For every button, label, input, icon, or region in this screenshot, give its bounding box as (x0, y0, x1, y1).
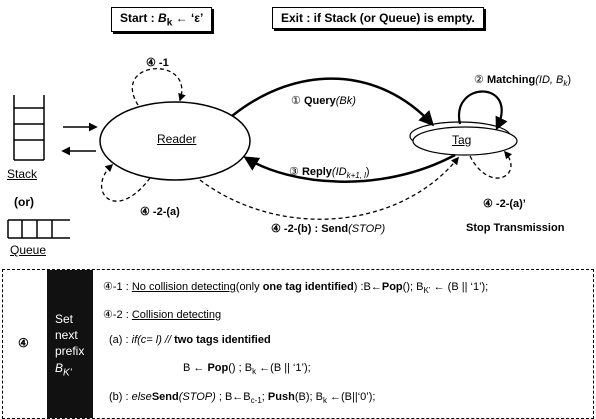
state-diagram (7, 68, 518, 239)
r5-b: else (131, 391, 152, 403)
matching-num: ② (474, 74, 484, 86)
r5-d: (STOP) (178, 391, 216, 403)
or-label: (or) (14, 195, 34, 209)
reader-label: Reader (157, 132, 197, 146)
reply-num: ③ (289, 166, 299, 178)
rule-4-2-a: (a) : if(c= l) // two tags identified (109, 334, 271, 346)
r1-c: (only (235, 281, 260, 293)
set-prefix-cell: Set next prefix BK’ (47, 270, 93, 418)
r5-j: k (322, 396, 327, 406)
query-edge (231, 77, 435, 127)
r4-c: () ; B (228, 362, 253, 374)
r5-h: Push (267, 391, 295, 403)
r1-title: No collision detecting (131, 281, 236, 293)
r1-h: K’ (423, 286, 431, 296)
exit-queue: Queue (379, 11, 417, 25)
loop-reader-bottom-label: ④ -2-(a) (140, 206, 180, 218)
stack-icon (13, 95, 45, 161)
reader-node (99, 101, 251, 181)
r3-c: (c= l) // (137, 334, 172, 346)
side-text-2: next (55, 328, 78, 342)
tag-loop-top (457, 90, 508, 131)
start-value: ‘ε’ (190, 11, 204, 25)
start-var: B (158, 11, 167, 25)
reply-sub: k+1, l (346, 171, 366, 181)
reply-arg: (ID (331, 166, 347, 178)
rule-number-cell: ④ (3, 270, 48, 418)
r1-i: ← (B || ‘1’); (433, 281, 489, 293)
query-arg: (Bk) (335, 95, 356, 107)
side-var: BK’ (55, 361, 72, 378)
queue-label: Queue (10, 243, 47, 257)
r5-f: c-1 (250, 396, 262, 406)
side-var-sub: K’ (63, 367, 72, 379)
query-label: ① Query(Bk) (291, 94, 356, 107)
rule-4-2-a-body: B ← Pop() ; Bk ←(B || ‘1’); (183, 362, 311, 376)
r1-g: (); B (402, 281, 424, 293)
queue-icon (7, 219, 70, 239)
send-stop-edge (199, 156, 459, 220)
start-sub: k (166, 17, 173, 29)
reply-end: ) (365, 166, 370, 178)
rule-number: ④ (18, 336, 29, 350)
rule-4-2: ④-2 : Collision detecting (103, 308, 221, 321)
r5-a: (b) : (109, 391, 129, 403)
r4-b: Pop (207, 362, 229, 374)
query-num: ① (291, 95, 301, 107)
exit-rest: ) is empty. (416, 11, 475, 25)
exit-or: (or (359, 11, 376, 25)
r1-num: ④-1 : (103, 281, 129, 293)
r2-title: Collision detecting (131, 309, 222, 321)
r5-g: ; (261, 391, 268, 403)
stop-transmission-label: Stop Transmission (466, 222, 565, 234)
stack-label: Stack (7, 167, 38, 181)
reader-loop-top (131, 68, 186, 106)
rule-4-1: ④-1 : No collision detecting(only one ta… (103, 280, 488, 295)
exit-stack: Stack (324, 11, 357, 25)
r2-num: ④-2 : (103, 309, 129, 321)
side-text-3: prefix (55, 344, 85, 358)
start-label: Start : (120, 11, 155, 25)
r5-k: ←(B||‘0’); (330, 391, 376, 403)
matching-fn: Matching (486, 74, 536, 86)
rule-table: ④ Set next prefix BK’ ④-1 : No collision… (2, 269, 594, 419)
start-box: Start : Bk ← ‘ε’ (111, 7, 213, 33)
loop-reader-label: ④ -1 (146, 57, 169, 69)
matching-label: ② Matching(ID, Bk) (474, 73, 571, 88)
reply-label: ③ Reply(IDk+1, l) (289, 165, 370, 180)
r4-e: ←(B || ‘1’); (259, 362, 311, 374)
send-stop-label: ④ -2-(b) : Send(STOP) (271, 222, 385, 235)
query-fn: Query (303, 95, 336, 107)
r4-a: B ← (183, 362, 205, 374)
start-arrow: ← (175, 11, 188, 25)
r1-d: one tag identified (262, 281, 354, 293)
tag-node (412, 126, 518, 156)
r3-b: if (131, 334, 138, 346)
r1-e: ) :B← (353, 281, 382, 293)
reader-loop-bottom (100, 163, 151, 202)
side-var-letter: B (55, 361, 64, 375)
r5-i: (B); B (294, 391, 323, 403)
reply-fn: Reply (301, 166, 332, 178)
r3-a: (a) : (109, 334, 129, 346)
r5-c: Send (151, 391, 179, 403)
tag-loop-bottom-label: ④ -2-(a)’ (483, 198, 526, 210)
rule-4-2-b: (b) : elseSend(STOP) ; B←Bc-1; Push(B); … (109, 391, 375, 405)
matching-sub: k (563, 79, 568, 89)
exit-label: Exit : if (281, 11, 322, 25)
tag-loop-bottom (469, 150, 513, 179)
send-num: ④ -2-(b) : (271, 223, 319, 235)
matching-end: ) (567, 74, 572, 86)
tag-label: Tag (452, 133, 472, 147)
r4-d: k (252, 367, 257, 377)
r1-f: Pop (381, 281, 403, 293)
exit-box: Exit : if Stack (or Queue) is empty. (272, 7, 484, 29)
matching-arg: (ID, B (535, 74, 564, 86)
r3-d: two tags identified (174, 334, 271, 346)
r5-e: ; B←B (218, 391, 251, 403)
side-text-1: Set (55, 312, 74, 326)
send-arg: (STOP) (348, 223, 386, 235)
reply-edge (243, 153, 456, 183)
send-fn: Send (321, 223, 349, 235)
